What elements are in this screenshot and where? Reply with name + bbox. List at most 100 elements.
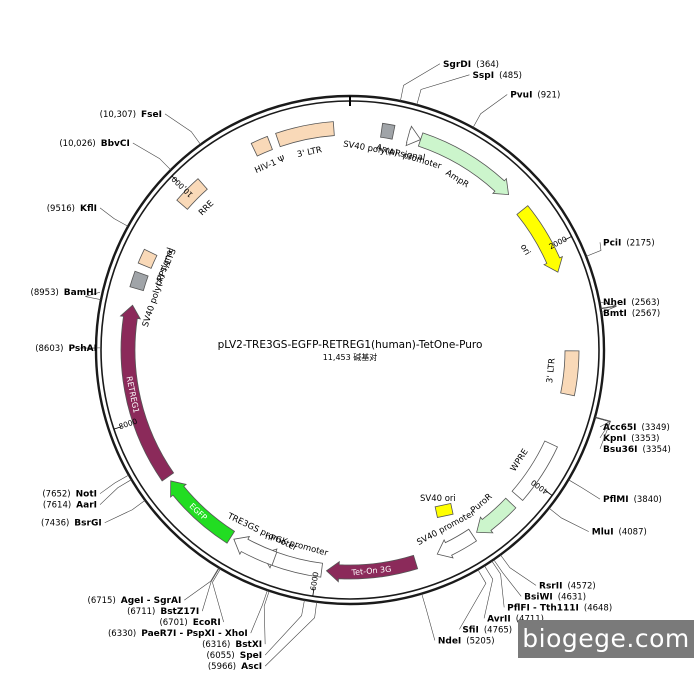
sv40-ori-box: [434, 502, 454, 519]
site-leader-bbvci-30: [132, 142, 172, 171]
site-position: (7614): [43, 501, 71, 511]
site-label-bstxi-19: (6316) BstXI: [202, 640, 262, 650]
site-label-sspi-1: SspI(485): [472, 71, 522, 81]
feature-tre3gs-promoter-9: [233, 536, 278, 566]
site-name: BstXI: [235, 640, 262, 650]
site-name: Bsu36I: [603, 445, 638, 455]
site-label-avrii-14: AvrII (4711): [487, 614, 544, 624]
plasmid-name: pLV2-TRE3GS-EGFP-RETREG1(human)-TetOne-P…: [218, 339, 483, 351]
site-name: PvuI: [510, 90, 532, 100]
site-position: (4631): [558, 592, 586, 602]
site-name: Acc65I: [603, 423, 637, 433]
site-name: MluI: [592, 528, 614, 538]
feature-egfp-10: [170, 480, 236, 544]
site-label-bstz17i-22: (6711)BstZ17I: [127, 607, 199, 617]
feature-label-rre-14: RRE: [197, 199, 216, 218]
site-position: (4572): [567, 581, 595, 591]
tick-mark-4000: [545, 490, 553, 496]
feature-label-hiv-1-15: HIV-1 Ψ: [253, 154, 287, 176]
site-position: (6055): [206, 651, 234, 661]
site-leader-mlui-10: [548, 507, 589, 532]
site-position: (4711): [516, 614, 544, 624]
feature-label-3-ltr-3: 3' LTR: [545, 358, 558, 384]
feature-retreg1-11: [119, 304, 175, 482]
site-label-paer7i-pspxi-xhoi-20: (6330)PaeR7I - PspXI - XhoI: [108, 629, 248, 639]
site-name: AgeI - SgrAI: [121, 596, 182, 606]
site-position: (5966): [208, 662, 236, 672]
site-label-sgrdi-0: SgrDI(364): [443, 60, 499, 70]
site-position: (3349): [642, 423, 670, 433]
site-leader-acc65i-6: [594, 416, 612, 428]
site-leader-kfli-29: [99, 207, 129, 227]
site-name: NotI: [76, 490, 97, 500]
site-position: (2563): [631, 298, 659, 308]
site-position: (6701): [159, 618, 187, 628]
site-name: AvrII: [487, 614, 511, 624]
site-leader-pcii-3: [585, 242, 602, 257]
site-label-pcii-3: PciI(2175): [603, 238, 655, 248]
site-label-aari-25: (7614)AarI: [43, 501, 97, 511]
site-name: BamHI: [64, 288, 97, 298]
site-position: (10,307): [100, 110, 136, 120]
feature-label-ampr-1: AmpR: [444, 168, 471, 190]
feature-label-ori-2: ori: [518, 243, 532, 258]
site-name: PciI: [603, 238, 621, 248]
site-name: SfiI: [462, 625, 479, 635]
tick-mark-10000: [171, 175, 178, 182]
site-name: SgrDI: [443, 60, 471, 70]
site-label-asci-17: (5966) AscI: [208, 662, 262, 672]
feature-cppt-cts-13: [137, 248, 158, 269]
site-position: (5205): [466, 636, 494, 646]
tick-mark-2000: [564, 236, 572, 241]
site-name: SpeI: [240, 651, 262, 661]
site-label-bsrgi-24: (7436)BsrGI: [41, 519, 102, 529]
site-position: (921): [537, 90, 560, 100]
site-label-agei-sgrai-23: (6715) AgeI - SgrAI: [88, 596, 182, 606]
site-position: (6715): [88, 596, 116, 606]
site-name: FseI: [141, 110, 162, 120]
plasmid-length: 11,453 碱基对: [323, 352, 378, 362]
site-position: (6316): [202, 640, 230, 650]
site-leader-fsei-31: [164, 113, 201, 145]
site-leader-avrii-14: [483, 565, 494, 619]
feature-ampr-promoter-0: [405, 125, 422, 147]
site-position: (3354): [643, 445, 671, 455]
feature-sv40-poly-a-signal-17: [380, 122, 396, 140]
site-position: (6711): [127, 607, 155, 617]
feature-sv40-promoter-6: [436, 528, 478, 559]
sv40-ori-label: SV40 ori: [420, 494, 456, 504]
site-leader-bsiwi-12: [493, 559, 522, 597]
site-leader-sspi-1: [416, 74, 470, 106]
site-name: KflI: [80, 204, 97, 214]
site-position: (10,026): [59, 139, 95, 149]
site-name: BbvCI: [101, 139, 130, 149]
feature-ampr-1: [417, 132, 510, 196]
sv40-ori-feature: SV40 ori: [420, 494, 456, 519]
site-leader-paer7i-pspxi-xhoi-20: [250, 590, 268, 634]
site-leader-aari-25: [99, 479, 132, 505]
feature-label-3-ltr-16: 3' LTR: [296, 145, 323, 160]
site-position: (2567): [632, 309, 660, 319]
watermark-logo: biogege.com: [518, 620, 694, 658]
site-leader-noti-26: [99, 474, 130, 494]
site-label-bamhi-28: (8953) BamHI: [31, 288, 97, 298]
site-leader-nhei-4: [599, 301, 617, 309]
site-position: (8953): [31, 288, 59, 298]
site-label-bmti-5: BmtI(2567): [603, 309, 660, 319]
site-position: (7436): [41, 519, 69, 529]
site-label-pflfi-tth111i-13: PflFI - Tth111I(4648): [507, 603, 612, 613]
site-label-bbvci-30: (10,026) BbvCI: [59, 139, 130, 149]
feature-3-ltr-3: [560, 350, 580, 397]
site-name: AscI: [241, 662, 262, 672]
site-leader-ndei-16: [421, 593, 436, 641]
plasmid-center-title: pLV2-TRE3GS-EGFP-RETREG1(human)-TetOne-P…: [218, 339, 483, 362]
site-name: PaeR7I - PspXI - XhoI: [141, 629, 247, 639]
site-position: (7652): [42, 490, 70, 500]
site-label-kpni-7: KpnI(3353): [603, 434, 659, 444]
site-label-pflmi-9: PflMI(3840): [603, 495, 662, 505]
feature-ori-2: [516, 205, 564, 273]
site-label-bsiwi-12: BsiWI(4631): [524, 592, 586, 602]
site-leader-bamhi-28: [85, 291, 102, 301]
site-position: (9516): [47, 204, 75, 214]
